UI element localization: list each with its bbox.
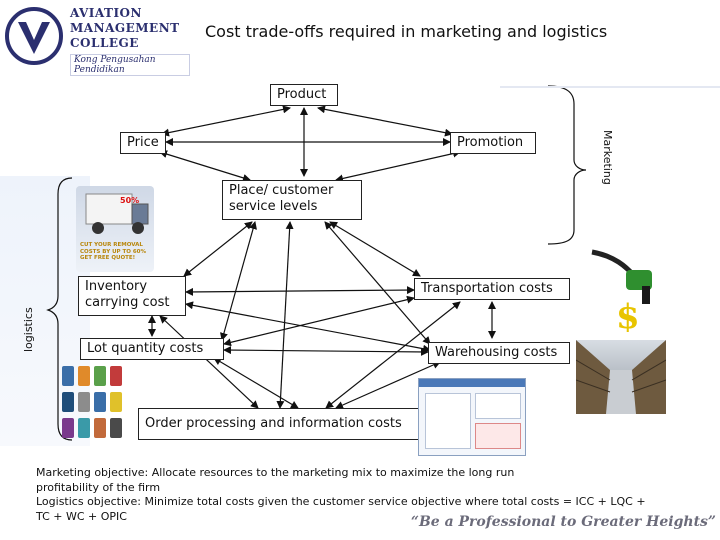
node-place: Place/ customer service levels xyxy=(222,180,362,220)
edge-place-order xyxy=(276,221,294,409)
mugs-icon xyxy=(62,366,122,438)
logo-tagline: Kong Pengusahan Pendidikan xyxy=(70,54,190,76)
edge-product-price xyxy=(161,105,291,137)
mugs-image xyxy=(60,364,130,440)
edge-warehouse-order xyxy=(335,361,441,409)
node-transportation: Transportation costs xyxy=(414,278,570,300)
edge-place-lot xyxy=(220,221,257,341)
edge-lot-order xyxy=(213,357,299,409)
software-screenshot-image xyxy=(418,378,526,456)
logistics-brace xyxy=(46,177,73,441)
edge-lot-warehouse xyxy=(223,346,429,356)
logo-line-3: College xyxy=(70,36,139,50)
edge-price-place xyxy=(159,150,251,182)
screenshot-panel xyxy=(425,393,471,449)
fuel-nozzle-icon: $ xyxy=(591,249,652,337)
node-promotion: Promotion xyxy=(450,132,536,154)
edge-inventory-order xyxy=(159,315,259,409)
screenshot-titlebar xyxy=(419,379,525,387)
node-price: Price xyxy=(120,132,166,154)
page-title: Cost trade-offs required in marketing an… xyxy=(205,22,608,41)
logistics-objective: Logistics objective: Minimize total cost… xyxy=(36,495,646,523)
edge-product-promotion xyxy=(317,105,453,137)
node-inventory: Inventory carrying cost xyxy=(78,276,186,316)
truck-icon xyxy=(85,193,149,234)
college-logo: Aviation Management College Kong Pengusa… xyxy=(4,4,190,76)
edge-promotion-place xyxy=(335,149,461,183)
header-rule xyxy=(500,86,720,88)
node-lot-quantity: Lot quantity costs xyxy=(80,338,224,360)
truck-ad-image: 50% CUT YOUR REMOVAL COSTS BY UP TO 60% … xyxy=(76,186,154,272)
fuel-nozzle-image: $ xyxy=(586,246,666,337)
logo-line-1: Aviation xyxy=(70,6,142,20)
logistics-label: logistics xyxy=(22,307,35,352)
marketing-objective: Marketing objective: Allocate resources … xyxy=(36,466,515,494)
svg-text:$: $ xyxy=(616,297,640,332)
college-motto: “Be a Professional to Greater Heights” xyxy=(410,514,716,530)
marketing-brace xyxy=(547,85,587,245)
node-warehousing: Warehousing costs xyxy=(428,342,570,364)
node-order-processing: Order processing and information costs xyxy=(138,408,430,440)
edge-transport-lot xyxy=(223,295,415,347)
edge-place-transport xyxy=(329,221,421,277)
node-product: Product xyxy=(270,84,338,106)
truck-ad-badge: 50% xyxy=(120,196,140,205)
screenshot-panel-3 xyxy=(475,423,521,449)
objectives-notes: Marketing objective: Allocate resources … xyxy=(36,466,676,524)
warehouse-image xyxy=(576,340,666,414)
truck-ad-text: CUT YOUR REMOVAL COSTS BY UP TO 60% GET … xyxy=(80,242,147,261)
warehouse-shelves-icon xyxy=(576,340,666,414)
logo-emblem xyxy=(5,7,63,65)
screenshot-panel-2 xyxy=(475,393,521,419)
marketing-label: Marketing xyxy=(601,130,614,185)
edge-inventory-transport xyxy=(185,286,415,296)
logo-line-2: Management xyxy=(70,21,180,35)
